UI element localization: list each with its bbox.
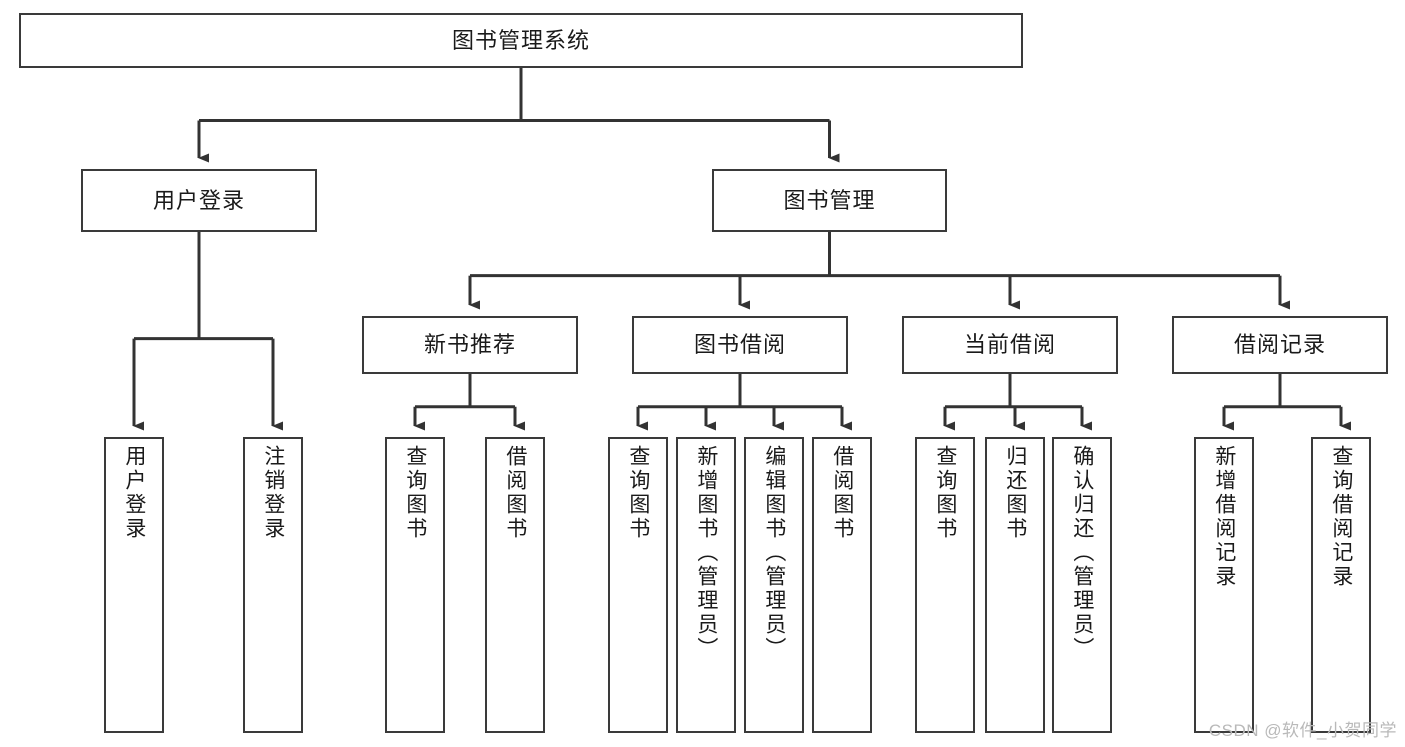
node-leaf-add-borrow-record: 新增借阅记录 (1194, 437, 1254, 733)
node-label: 借阅图书 (830, 445, 854, 541)
node-book-management: 图书管理 (712, 169, 947, 232)
node-leaf-user-login: 用户登录 (104, 437, 164, 733)
node-leaf-edit-book: 编辑图书（管理员） (744, 437, 804, 733)
node-label: 新增图书（管理员） (694, 445, 718, 661)
node-root: 图书管理系统 (19, 13, 1023, 68)
node-label: 借阅记录 (1233, 332, 1326, 358)
node-label: 用户登录 (152, 187, 245, 213)
node-label: 编辑图书（管理员） (762, 445, 786, 661)
node-leaf-logout: 注销登录 (243, 437, 303, 733)
node-leaf-query-book-borrow: 查询图书 (608, 437, 668, 733)
node-label: 新增借阅记录 (1212, 445, 1236, 589)
node-label: 当前借阅 (963, 332, 1056, 358)
node-leaf-confirm-return: 确认归还（管理员） (1052, 437, 1112, 733)
node-leaf-borrow-book: 借阅图书 (812, 437, 872, 733)
node-label: 用户登录 (122, 445, 146, 541)
node-user-login: 用户登录 (81, 169, 317, 232)
node-label: 查询图书 (626, 445, 650, 541)
node-leaf-query-book-current: 查询图书 (915, 437, 975, 733)
watermark-label: CSDN @软件_小贺同学 (1208, 721, 1397, 740)
node-label: 查询图书 (933, 445, 957, 541)
node-label: 图书管理系统 (451, 27, 590, 53)
node-label: 图书管理 (783, 187, 876, 213)
node-book-borrow: 图书借阅 (632, 316, 848, 374)
node-leaf-query-borrow-record: 查询借阅记录 (1311, 437, 1371, 733)
node-label: 查询图书 (403, 445, 427, 541)
node-leaf-borrow-book-recommend: 借阅图书 (485, 437, 545, 733)
node-leaf-return-book: 归还图书 (985, 437, 1045, 733)
node-label: 新书推荐 (423, 332, 516, 358)
node-leaf-query-book-recommend: 查询图书 (385, 437, 445, 733)
node-leaf-add-book: 新增图书（管理员） (676, 437, 736, 733)
node-label: 查询借阅记录 (1329, 445, 1353, 589)
node-label: 归还图书 (1003, 445, 1027, 541)
node-label: 注销登录 (261, 445, 285, 541)
node-new-book-recommend: 新书推荐 (362, 316, 578, 374)
node-label: 图书借阅 (693, 332, 786, 358)
node-label: 确认归还（管理员） (1070, 445, 1094, 661)
node-label: 借阅图书 (503, 445, 527, 541)
node-borrow-record: 借阅记录 (1172, 316, 1388, 374)
node-current-borrow: 当前借阅 (902, 316, 1118, 374)
